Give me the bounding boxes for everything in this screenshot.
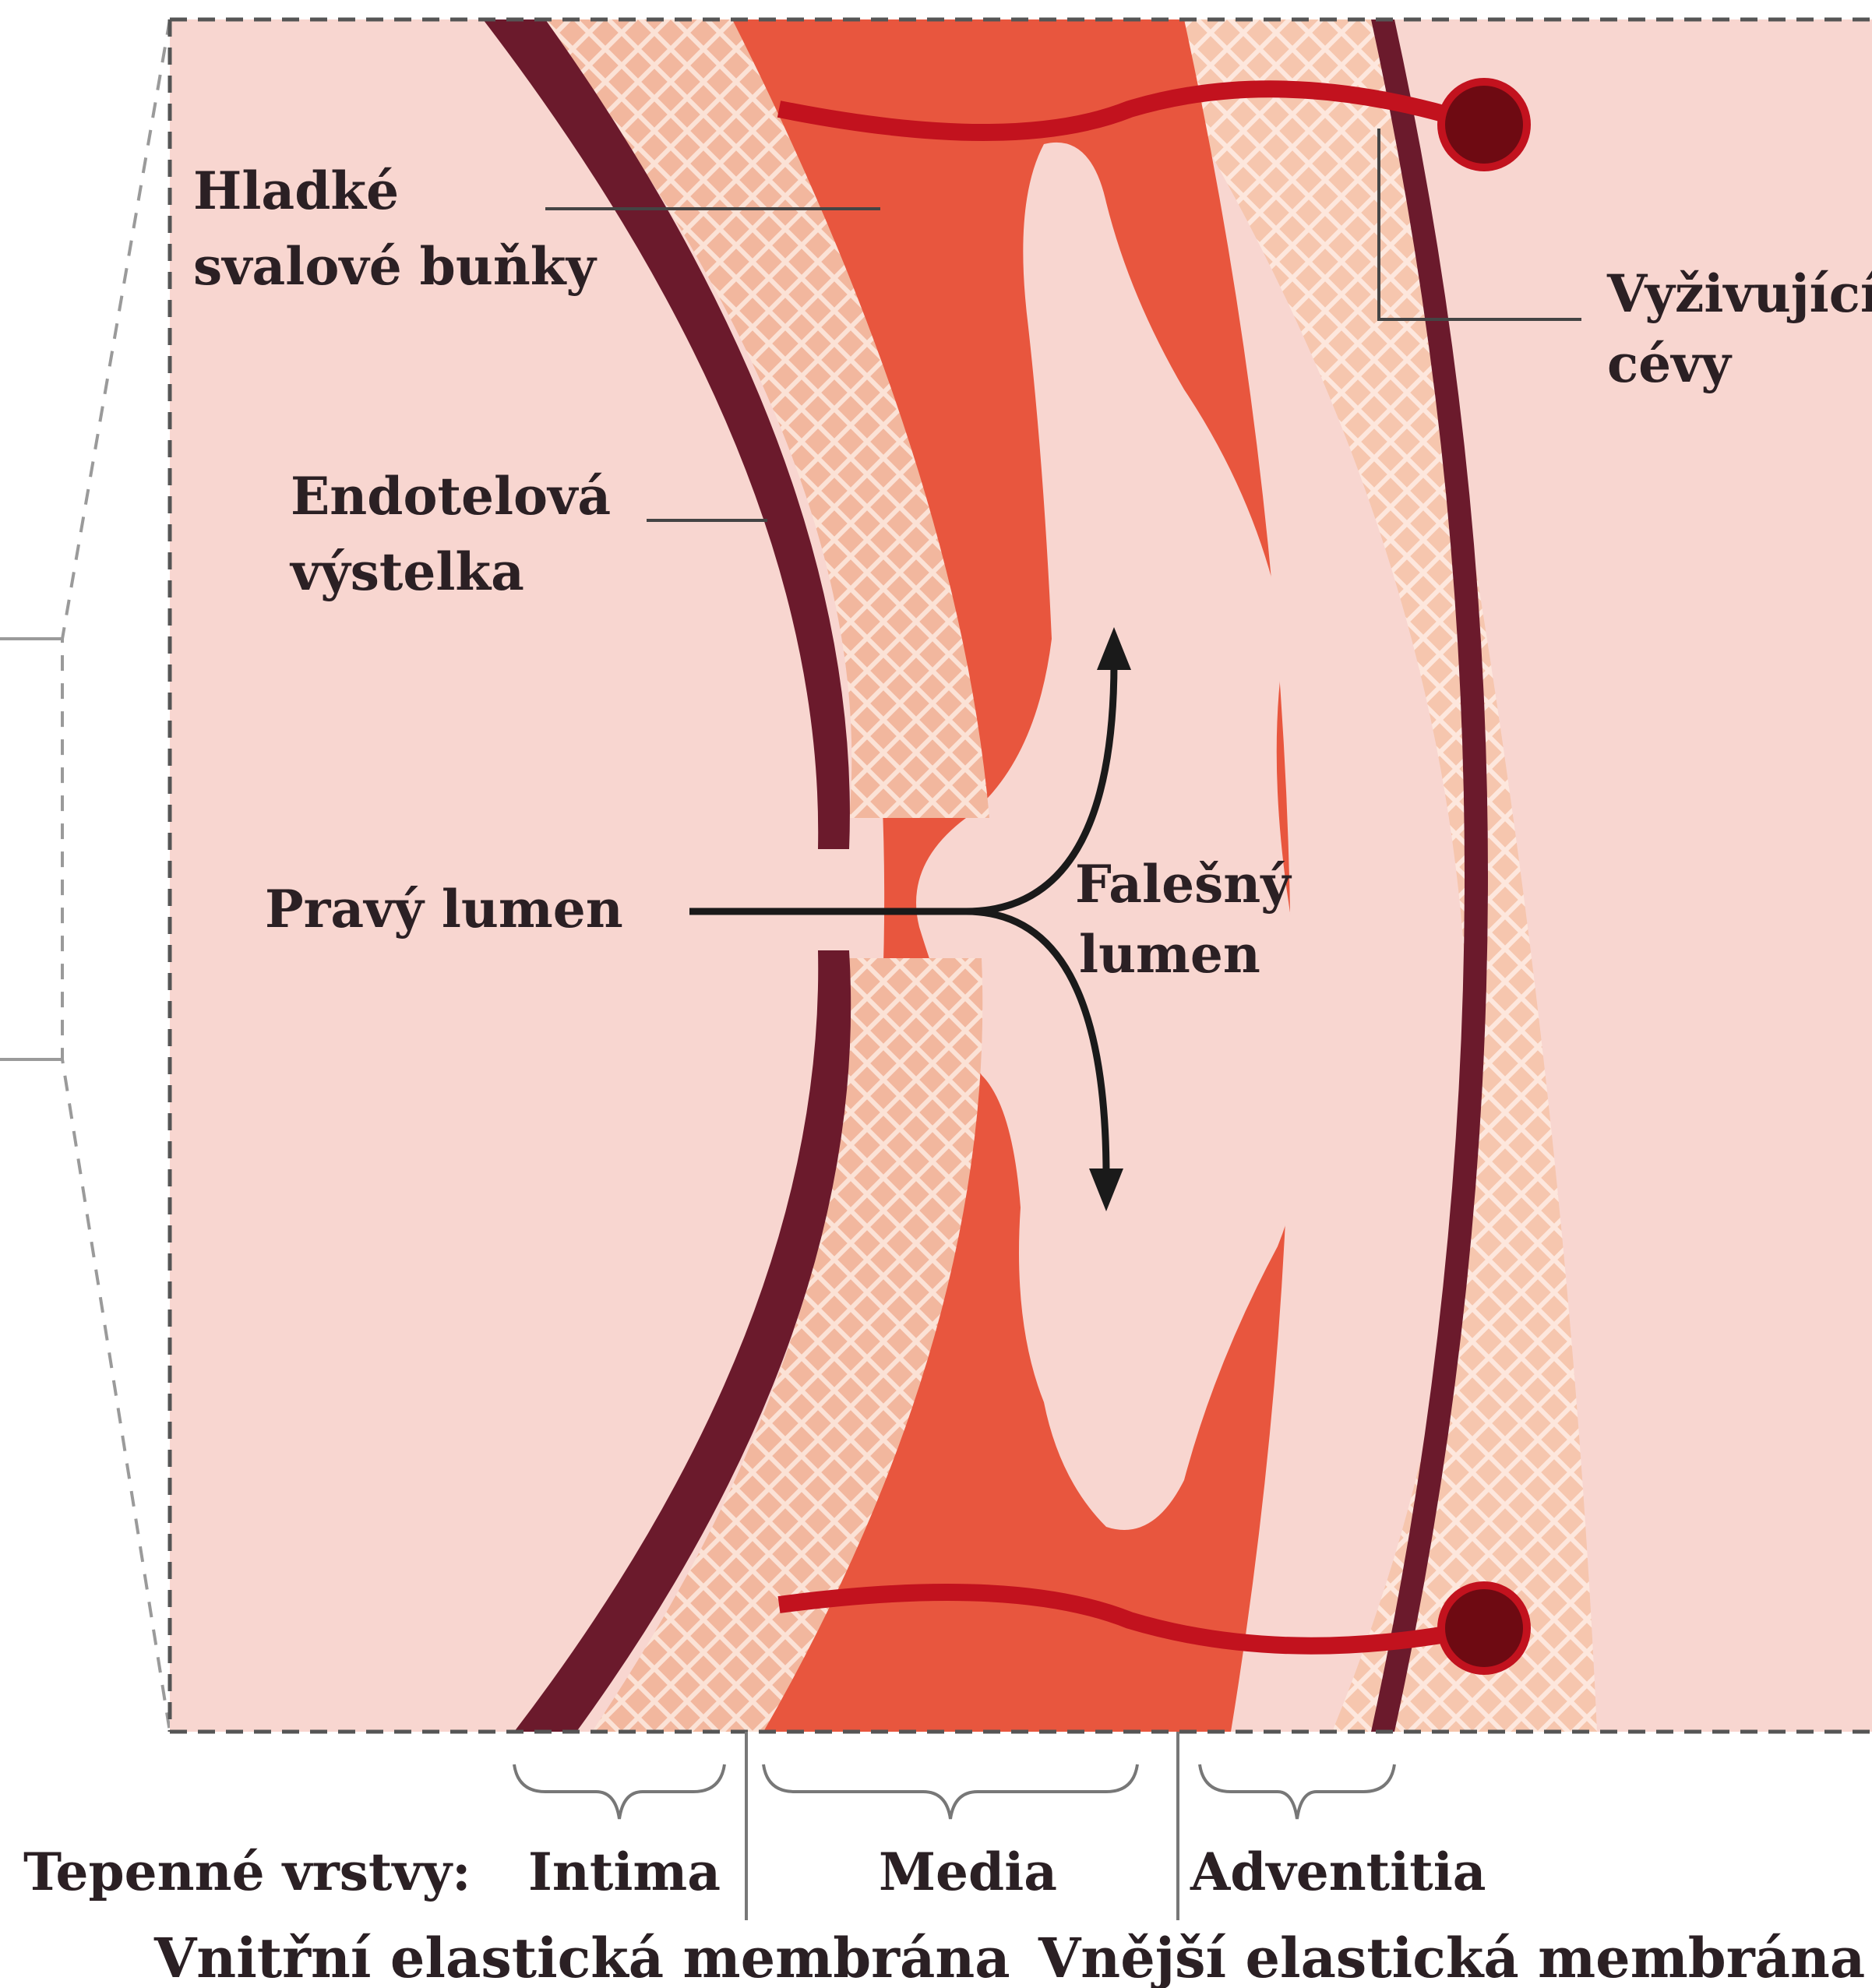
layer-media: Media — [879, 1842, 1057, 1902]
label-false-lumen-2: lumen — [1079, 924, 1260, 985]
label-true-lumen: Pravý lumen — [265, 879, 623, 939]
label-endothelium-1: Endotelová — [291, 466, 611, 527]
label-false-lumen-1: Falešný — [1075, 854, 1292, 915]
label-vasa-vasorum-2: cévy — [1607, 333, 1733, 394]
vessel-node-top — [1441, 82, 1527, 167]
label-smooth-muscle-1: Hladké — [193, 160, 399, 221]
brace-adventitia — [1200, 1764, 1394, 1819]
vessel-node-bottom — [1441, 1585, 1527, 1671]
label-outer-elastic-membrane: Vnější elastická membrána — [1038, 1926, 1865, 1988]
layers-caption: Tepenné vrstvy: — [23, 1842, 471, 1902]
layer-intima: Intima — [528, 1842, 721, 1902]
brace-intima — [514, 1764, 724, 1819]
zoom-guide — [0, 19, 170, 1732]
layer-adventitia: Adventitia — [1190, 1842, 1486, 1902]
label-smooth-muscle-2: svalové buňky — [193, 236, 598, 297]
label-endothelium-2: výstelka — [289, 541, 524, 602]
brace-media — [763, 1764, 1137, 1819]
label-inner-elastic-membrane: Vnitřní elastická membrána — [153, 1926, 1010, 1988]
label-vasa-vasorum-1: Vyživující — [1606, 263, 1872, 324]
